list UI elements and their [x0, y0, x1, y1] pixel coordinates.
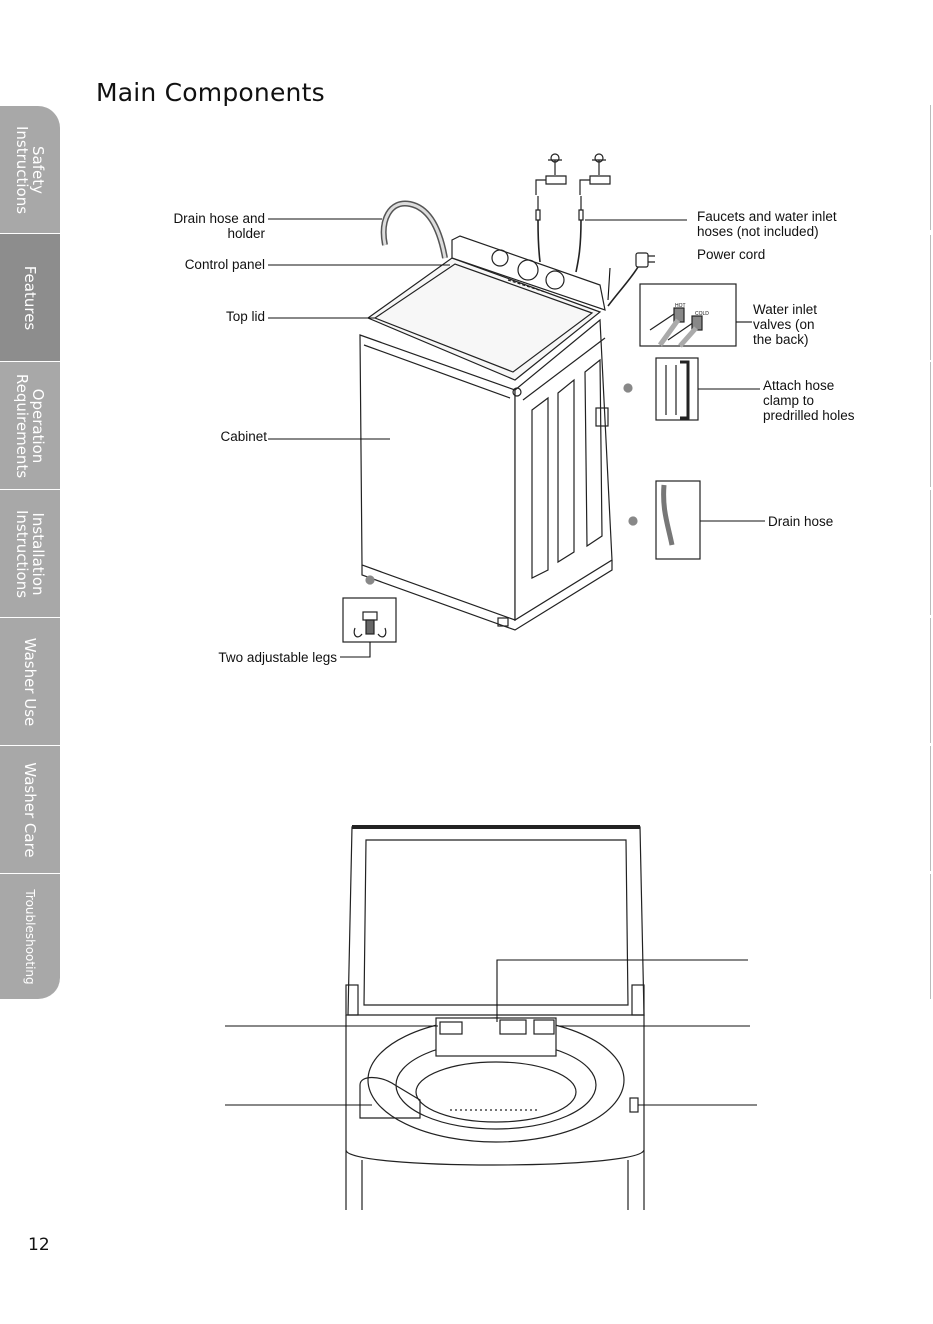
leg-inset: [342, 575, 397, 643]
label-top-lid: Top lid: [225, 309, 265, 324]
edge-rule: [930, 490, 931, 615]
label-hose-clamp: Attach hose clamp to predrilled holes: [763, 378, 855, 423]
open-washer-diagram: [345, 825, 645, 1210]
edge-rule: [930, 618, 931, 743]
label-cabinet: Cabinet: [220, 429, 267, 444]
tab-washer-care[interactable]: Washer Care: [0, 746, 60, 874]
edge-rule: [930, 746, 931, 871]
washer-body: [359, 235, 613, 631]
tab-features[interactable]: Features: [0, 234, 60, 362]
label-inlet-valves: Water inlet valves (on the back): [753, 302, 818, 347]
page-title: Main Components: [96, 78, 325, 107]
open-washer-leader-lines: [225, 959, 757, 1106]
faucet-icon: [535, 153, 611, 195]
edge-rule: [930, 105, 931, 230]
inlet-hose-icon: [535, 196, 584, 273]
label-faucets: Faucets and water inlet hoses (not inclu…: [697, 209, 837, 239]
edge-rule: [930, 362, 931, 487]
power-cord-icon: [607, 252, 655, 307]
edge-rule: [930, 874, 931, 999]
tab-operation-requirements[interactable]: Operation Requirements: [0, 362, 60, 490]
label-drain-hose-holder: Drain hose and holder: [173, 211, 265, 241]
tab-washer-use[interactable]: Washer Use: [0, 618, 60, 746]
label-drain-hose: Drain hose: [768, 514, 834, 529]
tab-troubleshooting[interactable]: Troubleshooting: [0, 874, 60, 1000]
cold-tag: COLD: [695, 311, 709, 317]
label-power-cord: Power cord: [697, 247, 766, 262]
drain-hose-inset: [628, 480, 701, 560]
tab-installation-instructions[interactable]: Installation Instructions: [0, 490, 60, 618]
label-control-panel: Control panel: [184, 257, 265, 272]
valves-inset: [639, 283, 737, 348]
hose-clamp-inset: [623, 357, 699, 421]
label-adjustable-legs: Two adjustable legs: [218, 650, 337, 665]
tab-safety-instructions[interactable]: Safety Instructions: [0, 106, 60, 234]
leader-lines: [268, 218, 765, 658]
page-number: 12: [28, 1235, 50, 1255]
hot-tag: HOT: [675, 303, 686, 309]
edge-rule: [930, 235, 931, 360]
drain-hose-holder-icon: [380, 200, 448, 259]
